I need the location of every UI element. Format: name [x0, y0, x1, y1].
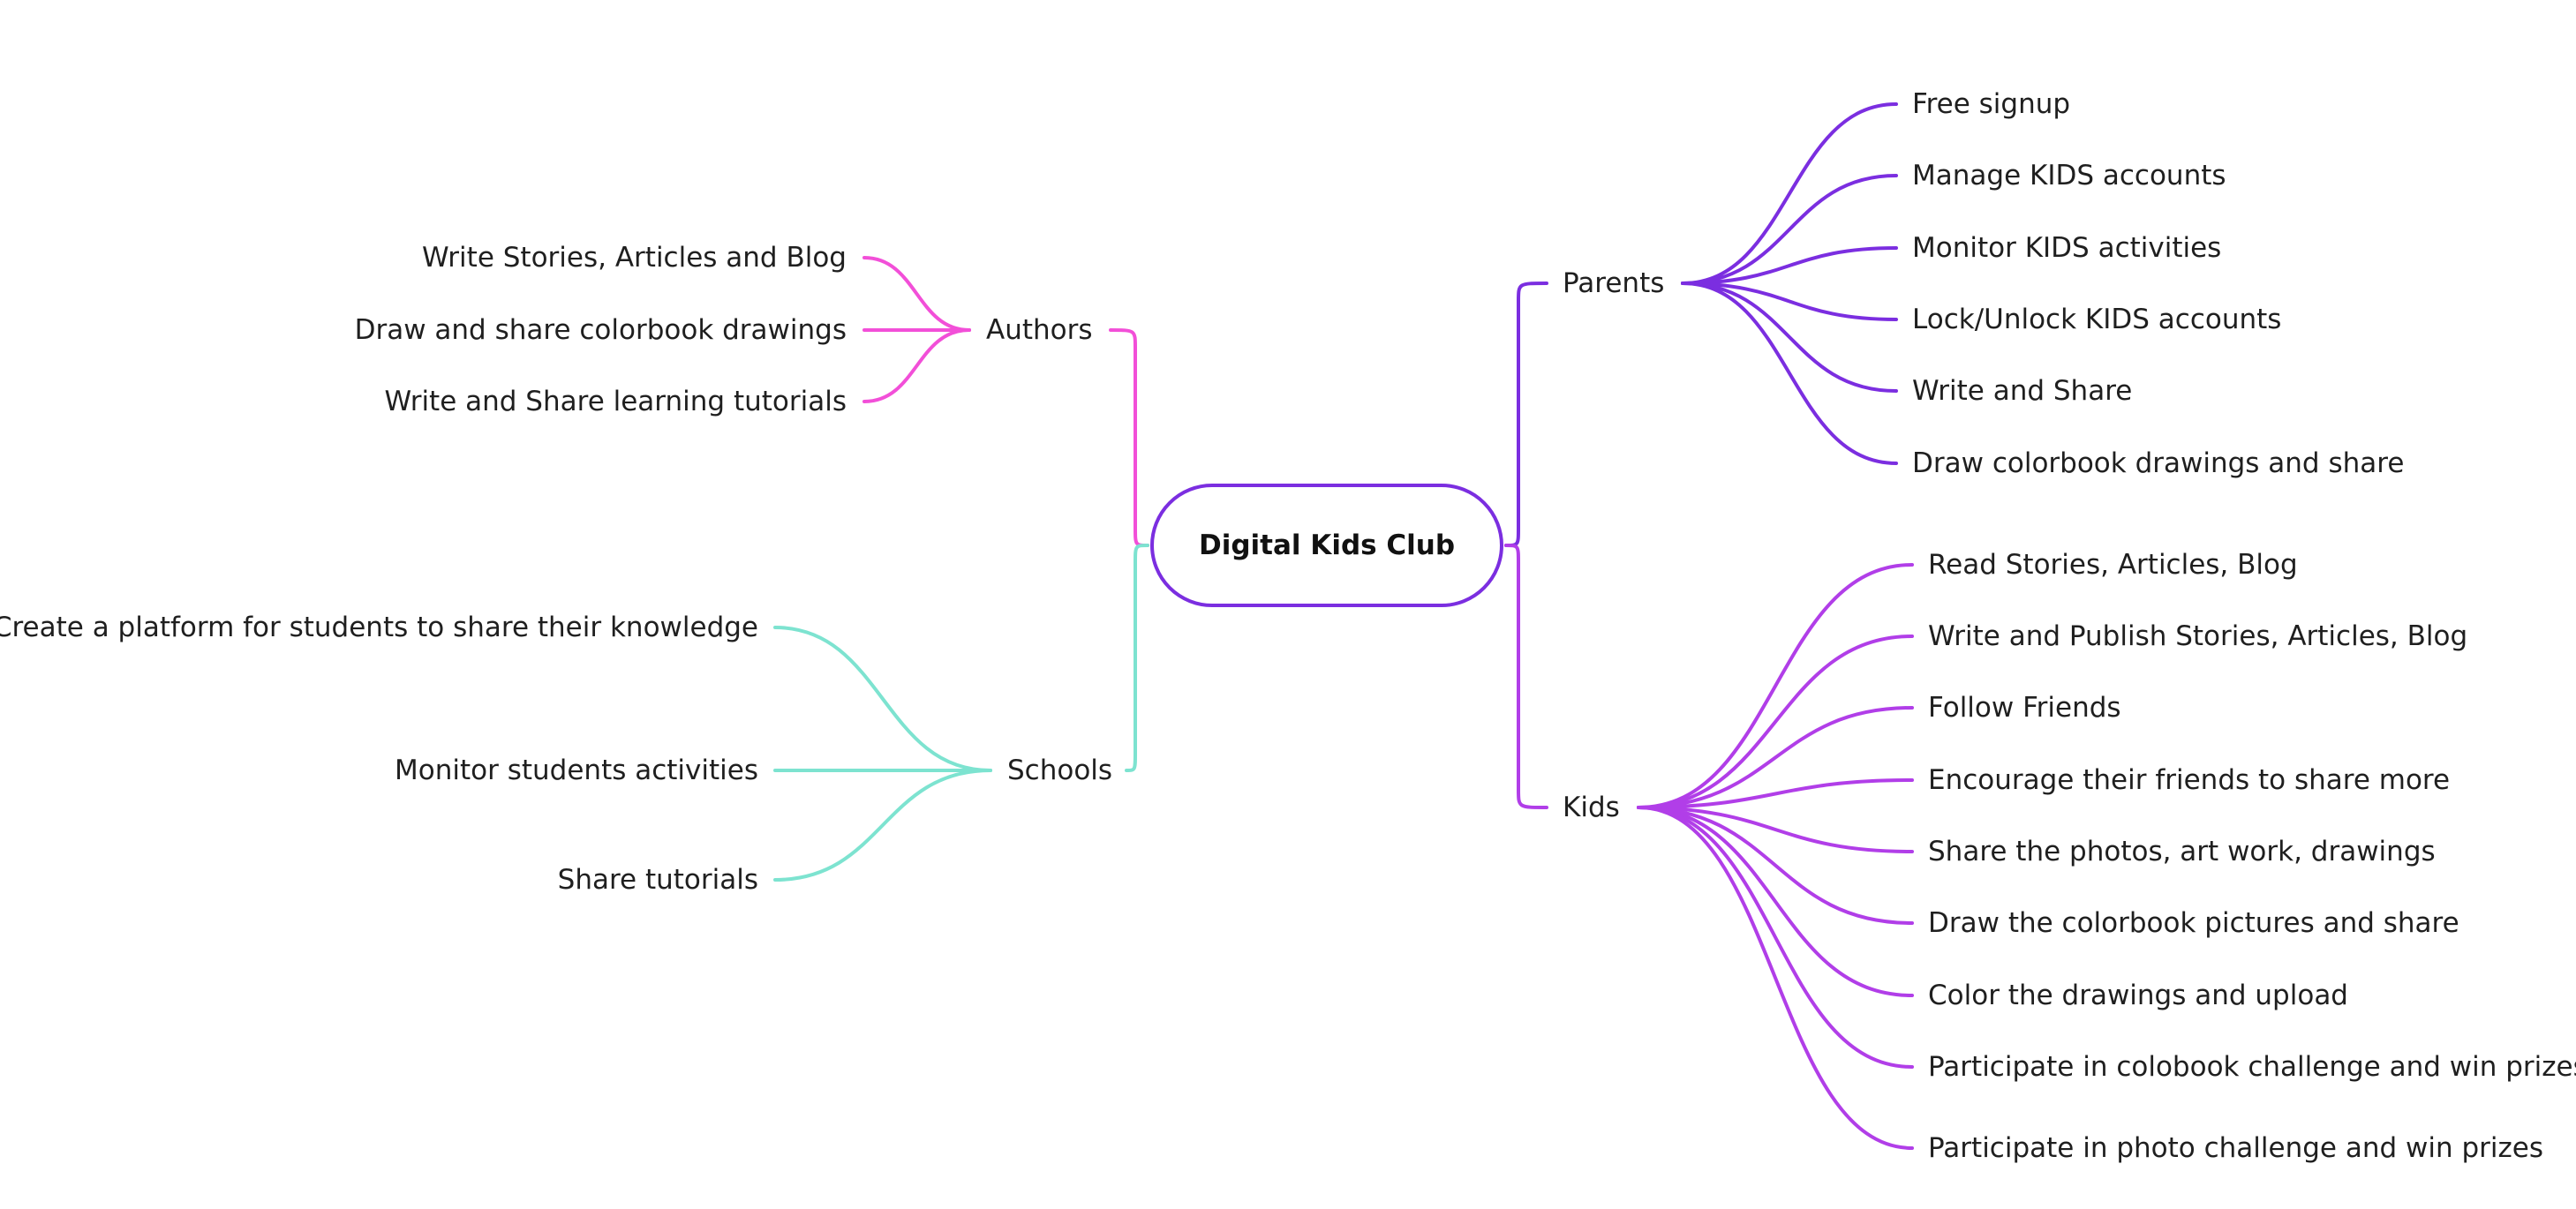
- kids-item-6[interactable]: Draw the colorbook pictures and share: [1928, 907, 2459, 939]
- parents-item-2[interactable]: Manage KIDS accounts: [1912, 160, 2226, 191]
- connector-kids-item-6: [1637, 806, 1914, 925]
- connector-parents-item-4: [1681, 282, 1898, 321]
- connector-root-parents: [1504, 282, 1548, 547]
- kids-item-3[interactable]: Follow Friends: [1928, 692, 2121, 724]
- connector-schools-item-3: [773, 769, 992, 882]
- branch-parents[interactable]: Parents: [1563, 267, 1665, 299]
- connector-kids-item-8: [1637, 806, 1914, 1069]
- kids-item-5[interactable]: Share the photos, art work, drawings: [1928, 836, 2436, 867]
- connector-schools-item-1: [773, 626, 992, 772]
- connector-kids-item-1: [1637, 563, 1914, 809]
- connector-parents-item-3: [1681, 246, 1898, 285]
- kids-item-8[interactable]: Participate in colobook challenge and wi…: [1928, 1051, 2576, 1083]
- central-topic[interactable]: Digital Kids Club: [1150, 484, 1503, 607]
- parents-item-3[interactable]: Monitor KIDS activities: [1912, 232, 2222, 264]
- central-topic-label: Digital Kids Club: [1198, 529, 1456, 561]
- connector-root-kids: [1504, 544, 1548, 809]
- connector-parents-item-2: [1681, 174, 1898, 285]
- authors-item-2[interactable]: Draw and share colorbook drawings: [354, 314, 847, 346]
- schools-item-1[interactable]: Create a platform for students to share …: [0, 612, 758, 643]
- connector-kids-item-4: [1637, 778, 1914, 809]
- schools-item-3[interactable]: Share tutorials: [557, 864, 758, 896]
- connector-kids-item-7: [1637, 806, 1914, 997]
- connector-parents-item-1: [1681, 102, 1898, 285]
- parents-item-1[interactable]: Free signup: [1912, 88, 2071, 120]
- branch-kids[interactable]: Kids: [1563, 792, 1620, 823]
- authors-item-1[interactable]: Write Stories, Articles and Blog: [422, 242, 847, 274]
- connector-kids-item-9: [1637, 806, 1914, 1150]
- kids-item-2[interactable]: Write and Publish Stories, Articles, Blo…: [1928, 620, 2468, 652]
- parents-item-4[interactable]: Lock/Unlock KIDS accounts: [1912, 304, 2282, 335]
- branch-authors[interactable]: Authors: [986, 314, 1093, 346]
- kids-item-4[interactable]: Encourage their friends to share more: [1928, 764, 2451, 796]
- kids-item-9[interactable]: Participate in photo challenge and win p…: [1928, 1132, 2544, 1164]
- connector-root-schools: [1125, 544, 1149, 772]
- connector-kids-item-5: [1637, 806, 1914, 853]
- connector-kids-item-3: [1637, 706, 1914, 809]
- authors-item-3[interactable]: Write and Share learning tutorials: [384, 386, 847, 417]
- connector-kids-item-2: [1637, 635, 1914, 809]
- parents-item-6[interactable]: Draw colorbook drawings and share: [1912, 447, 2405, 479]
- kids-item-7[interactable]: Color the drawings and upload: [1928, 980, 2348, 1011]
- branch-schools[interactable]: Schools: [1007, 755, 1113, 786]
- connector-parents-item-5: [1681, 282, 1898, 393]
- schools-item-2[interactable]: Monitor students activities: [395, 755, 758, 786]
- connector-parents-item-6: [1681, 282, 1898, 465]
- kids-item-1[interactable]: Read Stories, Articles, Blog: [1928, 549, 2298, 581]
- connector-authors-item-1: [862, 256, 971, 332]
- connector-authors-item-3: [862, 328, 971, 403]
- connector-root-authors: [1109, 328, 1149, 547]
- parents-item-5[interactable]: Write and Share: [1912, 375, 2133, 407]
